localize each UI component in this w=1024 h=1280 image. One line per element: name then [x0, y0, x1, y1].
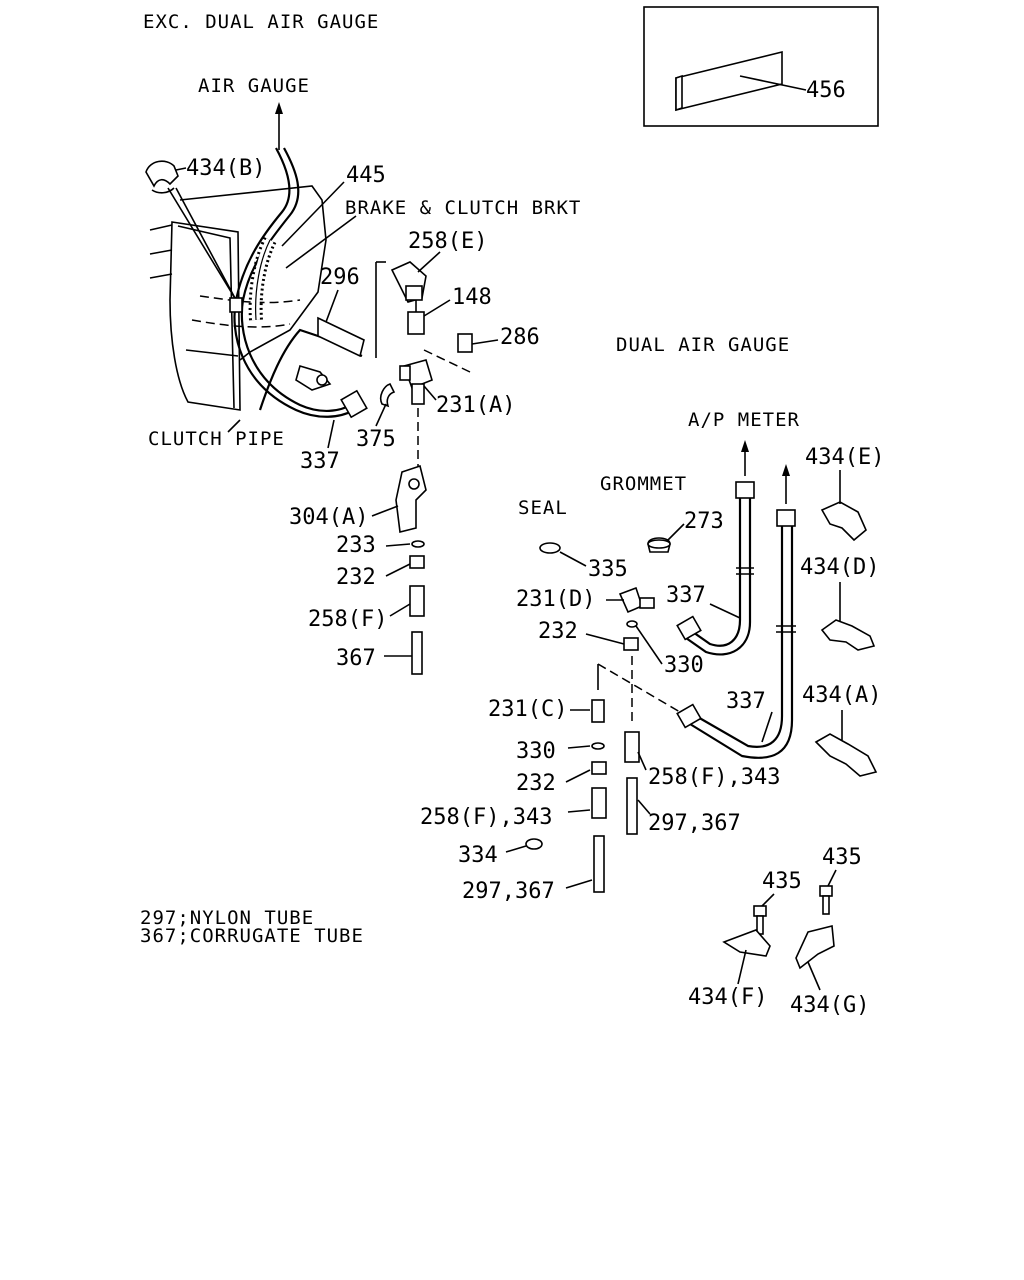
label-334: 334	[458, 843, 498, 868]
legend-corrugate-tube: 367;CORRUGATE TUBE	[140, 925, 364, 947]
sticker-456-box	[643, 6, 879, 127]
label-456: 456	[806, 78, 846, 103]
label-367: 367	[336, 646, 376, 671]
label-434a: 434(A)	[802, 683, 881, 708]
label-434g: 434(G)	[790, 993, 869, 1018]
label-375: 375	[356, 427, 396, 452]
label-337-upper: 337	[666, 583, 706, 608]
label-304a: 304(A)	[289, 505, 368, 530]
label-232-left: 232	[336, 565, 376, 590]
label-435-right: 435	[822, 845, 862, 870]
label-148: 148	[452, 285, 492, 310]
label-337-left: 337	[300, 449, 340, 474]
label-330-upper: 330	[664, 653, 704, 678]
label-434d: 434(D)	[800, 555, 879, 580]
heading-air-gauge: AIR GAUGE	[198, 75, 310, 97]
label-297367-right: 297,367	[648, 811, 741, 836]
label-232-upper: 232	[538, 619, 578, 644]
label-231a: 231(A)	[436, 393, 515, 418]
label-330-lower: 330	[516, 739, 556, 764]
right-assembly-drawing	[525, 440, 878, 970]
heading-exc-dual-air-gauge: EXC. DUAL AIR GAUGE	[143, 11, 379, 33]
heading-grommet: GROMMET	[600, 473, 687, 495]
label-233: 233	[336, 533, 376, 558]
label-273: 273	[684, 509, 724, 534]
label-258f-left: 258(F)	[308, 607, 387, 632]
left-assembly-drawing	[145, 102, 473, 675]
label-258f343-left: 258(F),343	[420, 805, 552, 830]
heading-ap-meter: A/P METER	[688, 409, 800, 431]
label-434f: 434(F)	[688, 985, 767, 1010]
label-445: 445	[346, 163, 386, 188]
label-435-left: 435	[762, 869, 802, 894]
label-232-lower: 232	[516, 771, 556, 796]
heading-dual-air-gauge: DUAL AIR GAUGE	[616, 334, 790, 356]
label-335: 335	[588, 557, 628, 582]
heading-brake-clutch-brkt: BRAKE & CLUTCH BRKT	[345, 197, 581, 219]
label-337-lower: 337	[726, 689, 766, 714]
label-231c: 231(C)	[488, 697, 567, 722]
label-434e: 434(E)	[805, 445, 884, 470]
legend-nylon-tube: 297;NYLON TUBE	[140, 907, 314, 929]
label-258e: 258(E)	[408, 229, 487, 254]
label-434b: 434(B)	[186, 156, 265, 181]
label-258f343-right: 258(F),343	[648, 765, 780, 790]
label-231d: 231(D)	[516, 587, 595, 612]
label-286: 286	[500, 325, 540, 350]
label-296: 296	[320, 265, 360, 290]
heading-seal: SEAL	[518, 497, 568, 519]
label-297367-left: 297,367	[462, 879, 555, 904]
heading-clutch-pipe: CLUTCH PIPE	[148, 428, 285, 450]
